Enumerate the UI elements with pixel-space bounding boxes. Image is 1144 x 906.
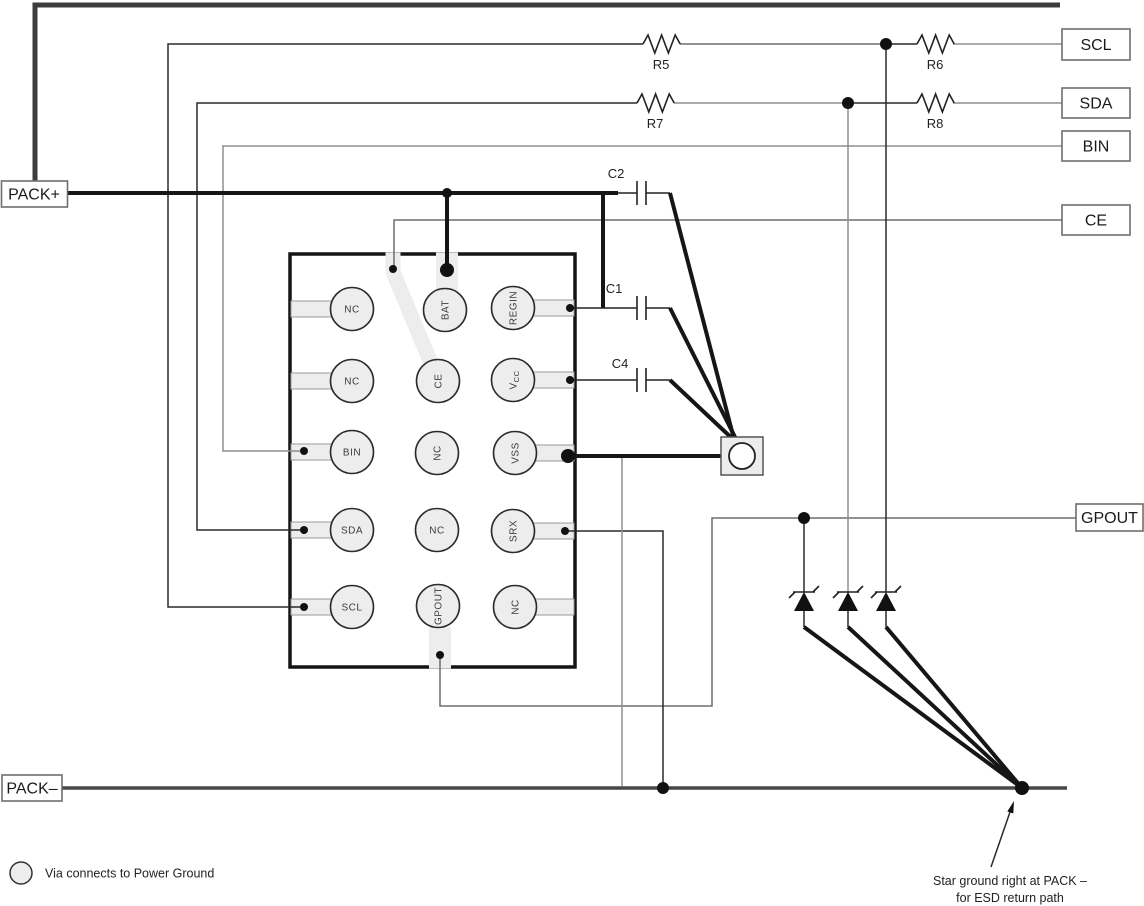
pad-sda — [329, 507, 375, 553]
via-to-ground — [720, 436, 764, 476]
ic-pads — [329, 285, 538, 630]
wire-gpout — [439, 517, 1076, 707]
pad-label-nc-3: NC — [433, 445, 444, 460]
wire-pack-plus-top-rail — [32, 2, 1060, 181]
pad-nc-5 — [492, 584, 538, 630]
capacitor-c4 — [570, 368, 740, 446]
port-label-scl: SCL — [1080, 37, 1111, 54]
pad-regin — [490, 285, 536, 331]
esd-diode-sda — [832, 585, 1024, 790]
esd-diode-scl — [870, 585, 1024, 790]
legend-via: Via connects to Power Ground — [9, 861, 214, 885]
ref-c4: C4 — [612, 356, 629, 371]
pad-scl — [329, 584, 375, 630]
wire-scl-left — [167, 43, 643, 608]
pad-label-vss: VSS — [511, 442, 522, 464]
star-ground-note-line2: for ESD return path — [956, 891, 1064, 905]
pad-vcc — [490, 357, 536, 403]
star-ground-dot — [1015, 781, 1029, 795]
pad-bin — [329, 429, 375, 475]
pad-label-nc-5: NC — [511, 599, 522, 614]
capacitor-c1 — [570, 296, 739, 442]
port-box-pack-minus: PACK– — [1, 774, 63, 802]
ref-r5: R5 — [653, 57, 670, 72]
pad-label-bat: BAT — [441, 300, 452, 320]
star-ground-note-line1: Star ground right at PACK – — [933, 874, 1087, 888]
port-label-gpout: GPOUT — [1081, 510, 1138, 527]
ref-c1: C1 — [606, 281, 623, 296]
pad-label-srx: SRX — [509, 520, 520, 542]
ic-pad-labels: NC BAT REGIN NC CE VCC BIN NC VSS SDA NC… — [341, 291, 522, 625]
pad-label-scl: SCL — [342, 603, 363, 614]
pad-label-nc-4: NC — [429, 526, 444, 537]
capacitor-c2 — [618, 181, 736, 440]
pad-nc-2 — [329, 358, 375, 404]
ref-r6: R6 — [927, 57, 944, 72]
pad-label-nc-1: NC — [344, 305, 359, 316]
resistor-r7 — [636, 91, 675, 115]
resistor-r8 — [916, 91, 955, 115]
pad-label-sda: SDA — [341, 526, 363, 537]
pad-label-regin: REGIN — [509, 291, 520, 325]
pad-label-gpout: GPOUT — [434, 587, 445, 625]
ref-c2: C2 — [608, 166, 625, 181]
port-box-gpout: GPOUT — [1075, 503, 1144, 532]
via-legend-symbol — [9, 861, 33, 885]
port-label-bin: BIN — [1083, 139, 1110, 156]
junction-dots — [300, 38, 1029, 795]
note-star-ground: Star ground right at PACK – for ESD retu… — [933, 801, 1087, 905]
port-label-pack-plus: PACK+ — [8, 187, 60, 204]
pad-gpout — [415, 583, 461, 629]
pad-label-nc-2: NC — [344, 377, 359, 388]
ref-r7: R7 — [647, 116, 664, 131]
pad-label-vcc: VCC — [509, 370, 522, 389]
port-box-ce: CE — [1061, 204, 1131, 236]
port-label-ce: CE — [1085, 213, 1107, 230]
pad-nc-3 — [414, 430, 460, 476]
port-box-sda: SDA — [1061, 87, 1131, 119]
wire-srx-to-pack-minus — [565, 530, 664, 788]
star-ground-arrow-head — [1007, 801, 1014, 814]
wire-sda-left — [196, 102, 637, 531]
pad-ce — [415, 358, 461, 404]
port-label-sda: SDA — [1080, 96, 1113, 113]
wire-ce — [393, 219, 1062, 266]
port-label-pack-minus: PACK– — [6, 781, 57, 798]
star-ground-arrow-line — [990, 811, 1011, 868]
via-legend-text: Via connects to Power Ground — [45, 867, 214, 881]
pad-bat — [422, 287, 468, 333]
pad-nc-4 — [414, 507, 460, 553]
wire-bin — [222, 145, 1062, 452]
resistor-r6 — [916, 32, 955, 56]
pad-nc-1 — [329, 286, 375, 332]
esd-diode-gpout — [788, 585, 1024, 790]
port-box-pack-plus: PACK+ — [0, 180, 69, 208]
pad-label-bin: BIN — [343, 448, 361, 459]
port-box-scl: SCL — [1061, 28, 1131, 61]
pad-srx — [490, 508, 536, 554]
pad-label-ce: CE — [434, 374, 445, 389]
port-box-bin: BIN — [1061, 130, 1131, 162]
ref-r8: R8 — [927, 116, 944, 131]
pad-vss — [492, 430, 538, 476]
resistor-r5 — [642, 32, 681, 56]
